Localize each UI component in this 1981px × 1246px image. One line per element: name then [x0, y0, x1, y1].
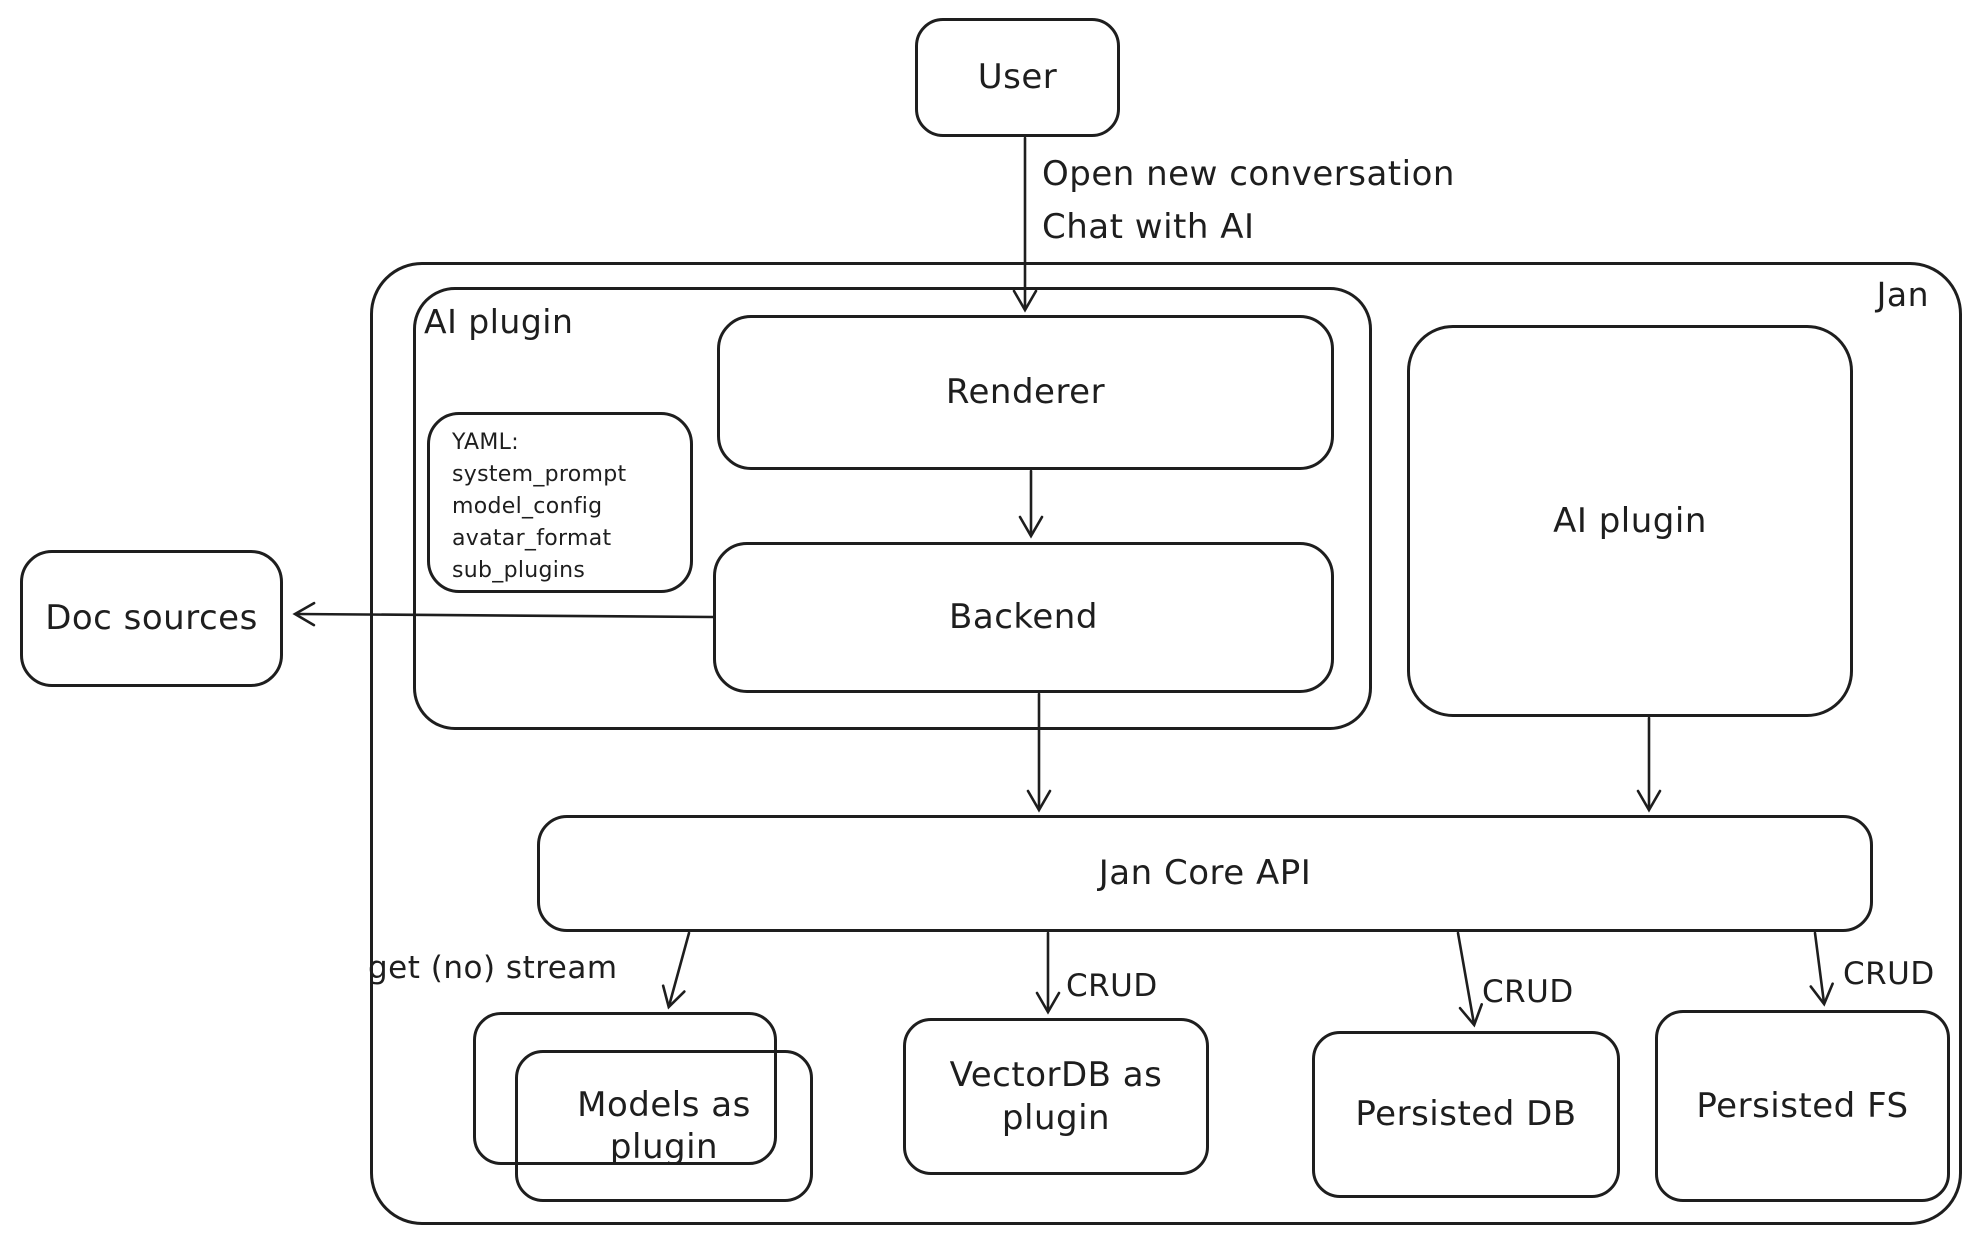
edge-label-crud-persisted-fs: CRUD	[1843, 956, 1935, 992]
ai-plugin-node: AI plugin	[1407, 325, 1853, 717]
vectordb-node: VectorDB as plugin	[903, 1018, 1209, 1175]
jan-container-label: Jan	[1876, 275, 1929, 314]
jan-core-api-node-label: Jan Core API	[1098, 853, 1312, 894]
edge-label-get-no-stream: get (no) stream	[368, 950, 618, 986]
backend-node-label: Backend	[949, 597, 1098, 638]
ai-plugin-group: AI plugin	[413, 287, 1372, 730]
user-node: User	[915, 18, 1120, 137]
edge-label-crud-vectordb: CRUD	[1066, 968, 1158, 1004]
jan-container: Jan	[370, 262, 1962, 1225]
persisted-db-node: Persisted DB	[1312, 1031, 1620, 1198]
persisted-fs-node: Persisted FS	[1655, 1010, 1950, 1202]
doc-sources-node-label: Doc sources	[45, 598, 258, 639]
yaml-note-text: YAML: system_prompt model_config avatar_…	[452, 430, 627, 583]
edge-label-user-to-renderer: Open new conversation Chat with AI	[1042, 154, 1455, 247]
ai-plugin-group-label: AI plugin	[424, 302, 574, 341]
models-as-plugin-node: Models as plugin	[515, 1050, 813, 1202]
jan-core-api-node: Jan Core API	[537, 815, 1873, 932]
ai-plugin-node-label: AI plugin	[1553, 500, 1707, 541]
renderer-node-label: Renderer	[945, 372, 1106, 413]
persisted-fs-node-label: Persisted FS	[1696, 1085, 1909, 1126]
yaml-note: YAML: system_prompt model_config avatar_…	[427, 412, 693, 593]
user-node-label: User	[977, 57, 1058, 98]
models-as-plugin-label: Models as plugin	[577, 1084, 751, 1168]
edge-label-crud-persisted-db: CRUD	[1482, 974, 1574, 1010]
models-as-plugin-back-box	[473, 1012, 777, 1165]
renderer-node: Renderer	[717, 315, 1334, 470]
backend-node: Backend	[713, 542, 1334, 693]
vectordb-node-label: VectorDB as plugin	[949, 1055, 1163, 1138]
persisted-db-node-label: Persisted DB	[1355, 1094, 1577, 1135]
doc-sources-node: Doc sources	[20, 550, 283, 687]
